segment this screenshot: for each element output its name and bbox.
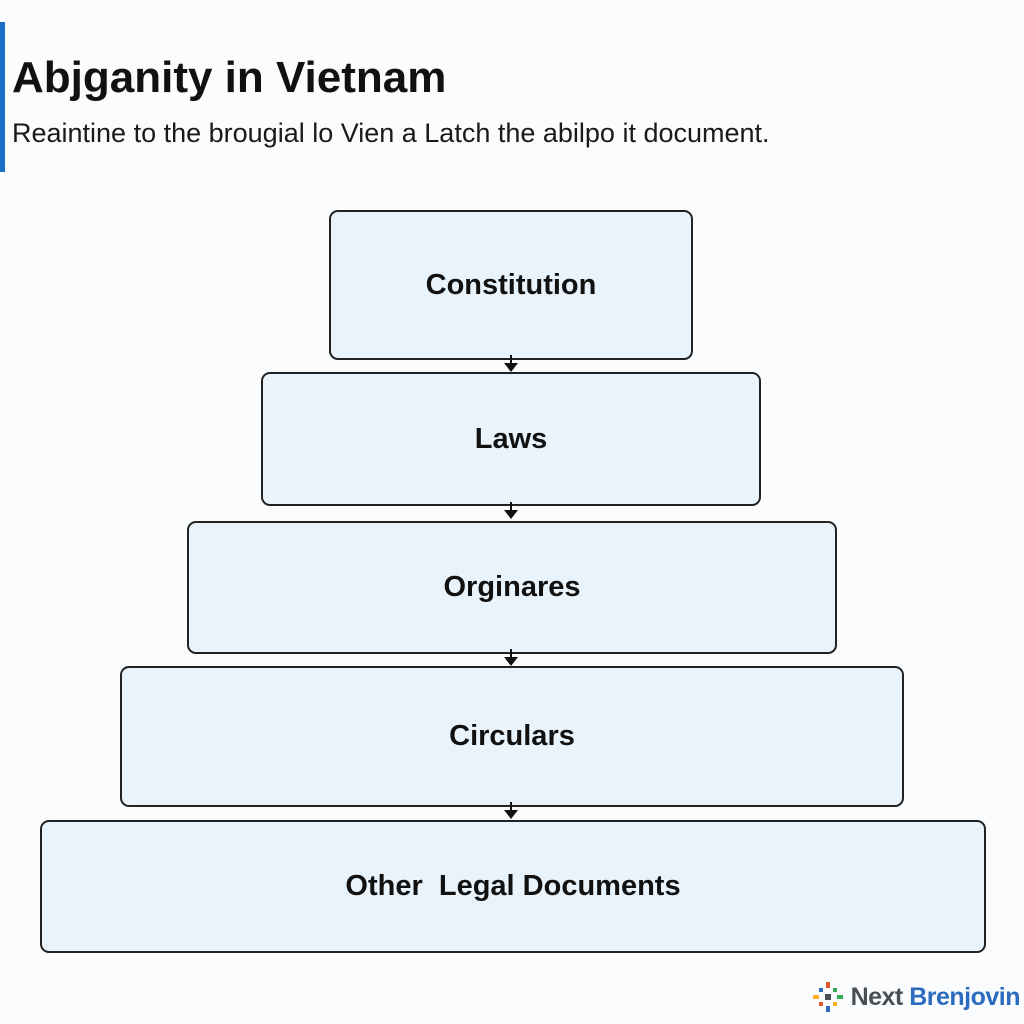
arrow-down-icon [504, 649, 518, 666]
brand-logo-icon [812, 982, 843, 1012]
tier-constitution: Constitution [329, 210, 693, 360]
watermark-text: Next Brenjovin [850, 982, 1021, 1011]
page-subtitle: Reaintine to the brougial lo Vien a Latc… [12, 118, 770, 148]
watermark-logo: Next Brenjovin [811, 980, 1020, 1014]
tier-label: Laws [474, 422, 548, 455]
page-title: Abjganity in Vietnam [12, 53, 447, 102]
title-accent-bar [0, 22, 5, 172]
arrow-down-icon [504, 355, 518, 372]
arrow-down-icon [504, 802, 518, 819]
tier-circulars: Circulars [120, 666, 904, 807]
tier-other-legal-documents: Other Legal Documents [40, 820, 986, 953]
tier-ordinances: Orginares [187, 521, 837, 654]
tier-label: Circulars [449, 720, 575, 752]
tier-laws: Laws [261, 372, 761, 506]
arrow-down-icon [504, 502, 518, 519]
tier-label: Constitution [425, 268, 597, 301]
tier-label: Orginares [443, 571, 581, 603]
tier-label: Other Legal Documents [345, 870, 681, 902]
